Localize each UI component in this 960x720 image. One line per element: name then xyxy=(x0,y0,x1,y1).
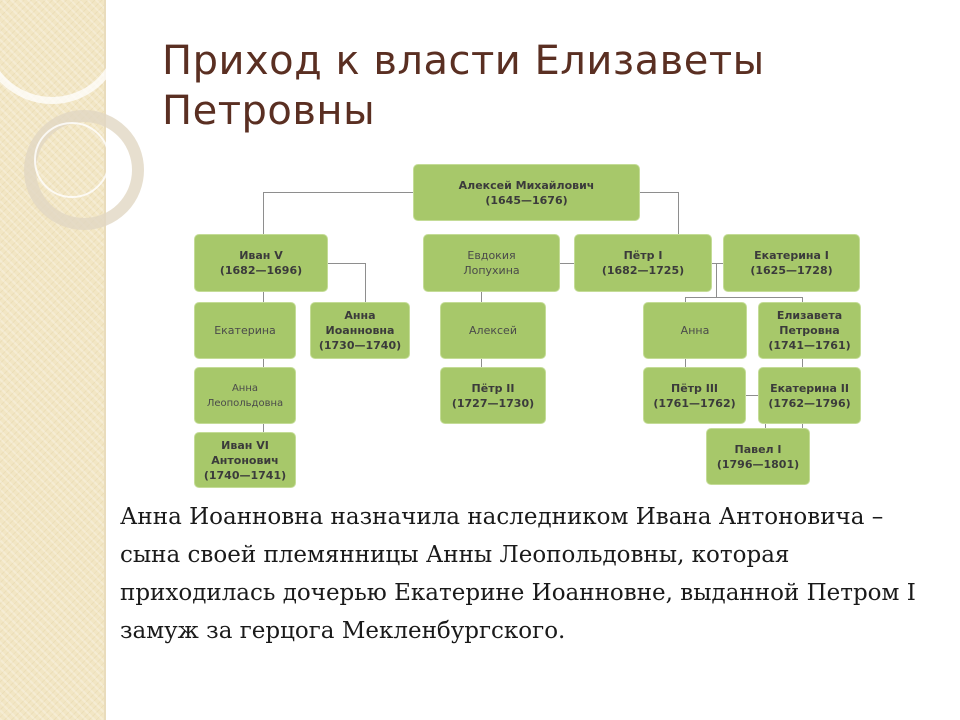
connector xyxy=(685,297,802,298)
connector xyxy=(481,292,482,302)
node-aleksey-mikhailovich: Алексей Михайлович (1645—1676) xyxy=(413,164,640,221)
connector xyxy=(560,263,574,264)
connector xyxy=(678,192,679,234)
connector xyxy=(746,395,765,396)
node-pavel-i: Павел I (1796—1801) xyxy=(706,428,810,485)
node-dates: (1741—1761) xyxy=(768,339,851,352)
node-name: Анна Иоанновна xyxy=(325,309,395,337)
node-anna-leopoldovna: Анна Леопольдовна xyxy=(194,367,296,424)
node-aleksey-petrovich: Алексей xyxy=(440,302,546,359)
node-name: Павел I xyxy=(734,442,782,456)
node-anna-ioannovna: Анна Иоанновна (1730—1740) xyxy=(310,302,410,359)
node-ekaterina-ii: Екатерина II (1762—1796) xyxy=(758,367,861,424)
node-name: Алексей Михайлович xyxy=(458,178,595,192)
family-tree-diagram: Алексей Михайлович (1645—1676) Иван V (1… xyxy=(185,158,868,488)
connector xyxy=(685,359,686,367)
node-elizaveta-petrovna: Елизавета Петровна (1741—1761) xyxy=(758,302,861,359)
node-ekaterina-i: Екатерина I (1625—1728) xyxy=(723,234,860,292)
connector xyxy=(716,263,717,297)
connector xyxy=(365,263,366,302)
node-dates: (1761—1762) xyxy=(653,396,736,410)
connector xyxy=(802,359,803,367)
node-dates: (1730—1740) xyxy=(318,339,402,352)
connector xyxy=(640,192,678,193)
connector xyxy=(263,424,264,432)
slide-title: Приход к власти Елизаветы Петровны xyxy=(162,36,765,136)
connector xyxy=(802,297,803,302)
node-name: Алексей xyxy=(469,324,517,337)
connector xyxy=(712,263,723,264)
connector xyxy=(263,292,264,302)
node-ivan-vi: Иван VI Антонович (1740—1741) xyxy=(194,432,296,488)
node-dates: (1682—1696) xyxy=(219,264,303,277)
node-name: Пётр III xyxy=(670,381,719,395)
node-name: Иван V xyxy=(239,249,283,262)
connector xyxy=(685,297,686,302)
node-dates: (1645—1676) xyxy=(485,193,568,207)
node-dates: (1762—1796) xyxy=(768,396,851,410)
decorative-ring-large xyxy=(0,0,124,104)
decorative-ring-small xyxy=(34,122,110,198)
node-name: Пётр II xyxy=(471,381,515,395)
node-name: Екатерина II xyxy=(770,381,849,395)
node-dates: (1796—1801) xyxy=(716,457,800,471)
node-name: Елизавета Петровна xyxy=(776,309,843,337)
node-dates: (1740—1741) xyxy=(203,468,287,482)
node-ivan-v: Иван V (1682—1696) xyxy=(194,234,328,292)
node-dates: (1727—1730) xyxy=(451,396,535,410)
node-name: Екатерина I xyxy=(754,249,829,262)
connector xyxy=(328,263,365,264)
connector xyxy=(263,192,264,234)
node-petr-iii: Пётр III (1761—1762) xyxy=(643,367,746,424)
decorative-side-strip xyxy=(0,0,104,720)
node-name: Пётр I xyxy=(623,249,663,262)
decorative-divider xyxy=(104,0,106,720)
node-name: Анна Леопольдовна xyxy=(206,382,284,409)
node-evdokiya-lopukhina: Евдокия Лопухина xyxy=(423,234,560,292)
body-paragraph: Анна Иоанновна назначила наследником Ива… xyxy=(120,504,916,644)
slide-title-line-2: Петровны xyxy=(162,88,376,134)
node-name: Евдокия Лопухина xyxy=(463,249,520,277)
connector xyxy=(263,192,413,193)
connector xyxy=(481,359,482,367)
node-petr-i: Пётр I (1682—1725) xyxy=(574,234,712,292)
node-name: Екатерина xyxy=(214,324,276,337)
node-anna-petrovna: Анна xyxy=(643,302,747,359)
node-dates: (1682—1725) xyxy=(601,264,685,277)
node-name: Анна xyxy=(680,324,710,337)
node-name: Иван VI Антонович xyxy=(211,438,279,467)
node-dates: (1625—1728) xyxy=(750,264,833,277)
slide-title-line-1: Приход к власти Елизаветы xyxy=(162,38,765,84)
node-ekaterina-ivanovna: Екатерина xyxy=(194,302,296,359)
connector xyxy=(263,359,264,367)
node-petr-ii: Пётр II (1727—1730) xyxy=(440,367,546,424)
